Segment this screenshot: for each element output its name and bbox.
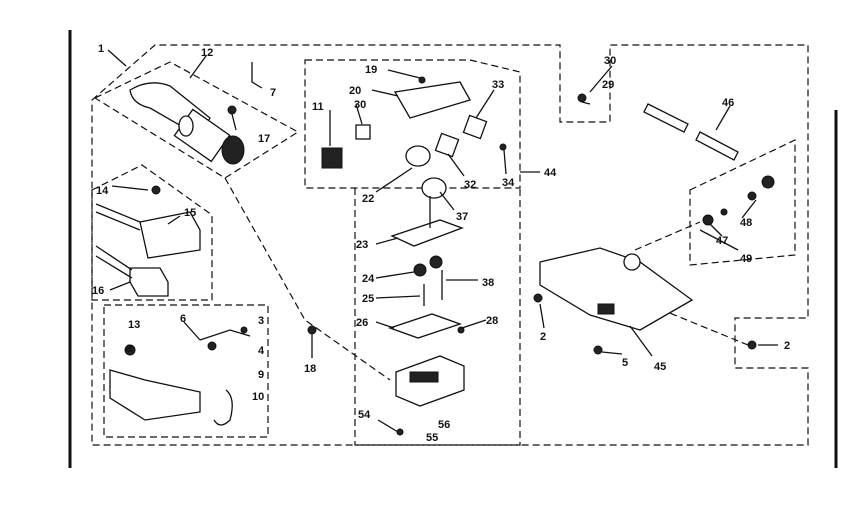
guide-line-b	[634, 221, 701, 251]
callout-2b: 2	[784, 340, 790, 352]
callout-30b: 30	[604, 55, 616, 67]
callout-12: 12	[201, 47, 213, 59]
part-washer-47	[702, 208, 728, 226]
callout-17: 17	[258, 133, 270, 145]
part-bracket-20	[393, 76, 471, 119]
callout-10: 10	[252, 391, 264, 403]
callout-30a: 30	[354, 99, 366, 111]
part-fitting-11	[321, 147, 343, 169]
part-plate-23	[390, 196, 464, 247]
leader-lines	[107, 49, 778, 358]
group-box-6	[103, 304, 269, 438]
callout-9: 9	[258, 369, 264, 381]
callout-54: 54	[358, 409, 371, 421]
callout-28: 28	[486, 315, 498, 327]
callout-16: 16	[92, 285, 104, 297]
callout-7: 7	[270, 87, 276, 99]
part-screws-24-38	[413, 255, 443, 306]
callout-13: 13	[128, 319, 140, 331]
part-gasket-32	[434, 132, 460, 158]
part-knob-48	[747, 175, 775, 201]
part-screw-5	[593, 345, 603, 355]
part-screw-18	[307, 325, 317, 335]
group-box-13	[91, 164, 213, 301]
callout-20: 20	[349, 85, 361, 97]
callout-14: 14	[96, 185, 109, 197]
part-screw-29-30	[577, 93, 591, 105]
part-rod-46	[643, 103, 739, 161]
callout-2a: 2	[540, 331, 546, 343]
part-lever-3-4	[199, 326, 251, 351]
part-spring-10	[213, 389, 233, 426]
callout-34: 34	[502, 177, 515, 189]
callout-44: 44	[544, 167, 557, 179]
callout-49: 49	[740, 253, 752, 265]
callout-55: 55	[426, 432, 438, 444]
part-screw-2-left	[533, 293, 543, 303]
callout-8: 8	[126, 343, 132, 355]
part-plate-33	[462, 114, 507, 151]
callout-37: 37	[456, 211, 468, 223]
callout-56: 56	[438, 419, 450, 431]
part-plate-26	[388, 313, 465, 339]
part-igniter-handle	[129, 82, 245, 165]
callout-38: 38	[482, 277, 494, 289]
group-box-44	[354, 188, 521, 446]
guide-line-a	[224, 177, 391, 381]
callout-11: 11	[312, 101, 324, 113]
callout-1: 1	[98, 43, 104, 55]
part-clip-7	[251, 62, 263, 89]
part-gasket-30	[355, 124, 371, 140]
part-screw-17	[227, 105, 237, 115]
callout-45: 45	[654, 361, 666, 373]
assembly-outline	[91, 44, 809, 446]
part-cap-22	[405, 145, 431, 167]
group-box-44-top	[304, 59, 521, 189]
callout-24: 24	[362, 273, 375, 285]
callout-22: 22	[362, 193, 374, 205]
callout-23: 23	[356, 239, 368, 251]
callout-32: 32	[464, 179, 476, 191]
callout-19: 19	[365, 64, 377, 76]
callout-46: 46	[722, 97, 734, 109]
callout-3: 3	[258, 315, 264, 327]
part-connector-16	[95, 245, 169, 297]
part-screw-2-right	[747, 340, 757, 350]
callout-33: 33	[492, 79, 504, 91]
callout-29: 29	[602, 79, 614, 91]
callout-15: 15	[184, 207, 196, 219]
callout-5: 5	[622, 357, 628, 369]
part-valve-body-15	[95, 185, 201, 259]
part-bracket-8	[109, 344, 201, 421]
callout-26: 26	[356, 317, 368, 329]
part-screw-54-55	[377, 419, 404, 436]
callout-18: 18	[304, 363, 316, 375]
part-housing-56	[395, 355, 465, 407]
callout-48: 48	[740, 217, 752, 229]
group-box-49	[689, 139, 796, 266]
callout-6: 6	[180, 313, 186, 325]
callout-25: 25	[362, 293, 374, 305]
callout-47: 47	[716, 235, 728, 247]
callout-4: 4	[258, 345, 265, 357]
part-base-bracket-45	[539, 247, 694, 331]
group-box-12	[93, 61, 300, 179]
